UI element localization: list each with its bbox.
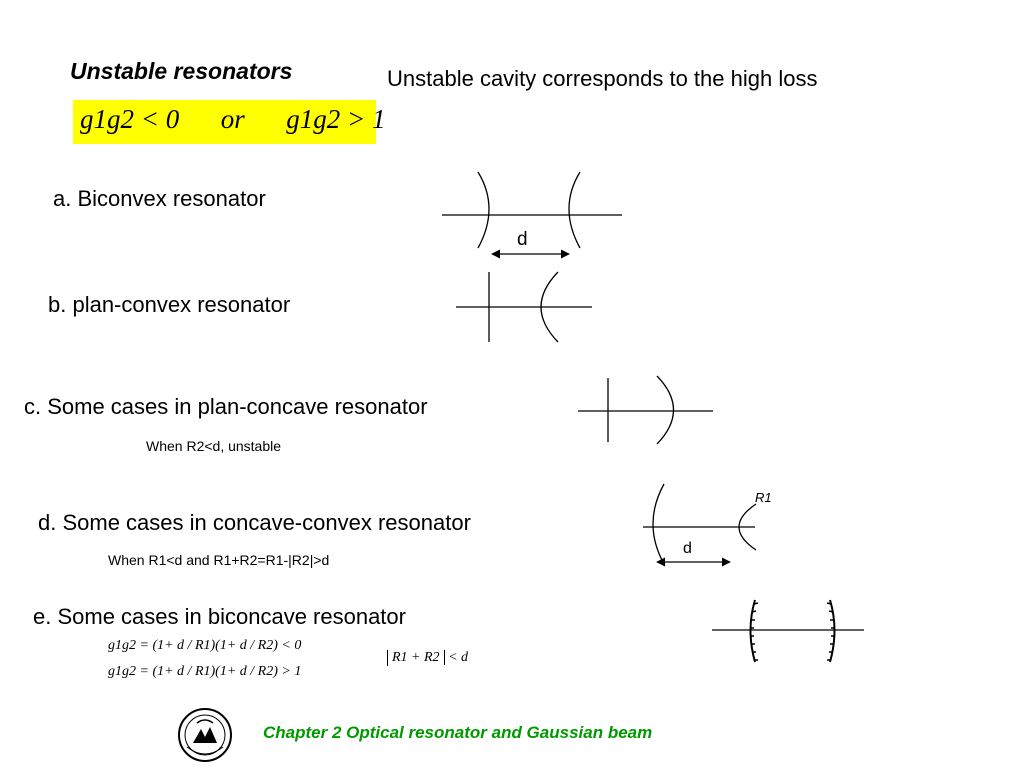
condition-connector: or — [220, 104, 245, 134]
equation-greater-one: g1g2 = (1+ d / R1)(1+ d / R2) > 1 — [108, 664, 302, 679]
diagram-concave-convex — [643, 483, 757, 567]
radius-label-r1: R1 — [755, 490, 772, 505]
concave-mirror-d — [652, 483, 665, 565]
diagram-plan-concave — [578, 375, 713, 445]
mirror-hatch-e2 — [826, 602, 835, 661]
distance-label-d: d — [683, 540, 692, 557]
section-d-label: d. Some cases in concave-convex resonato… — [38, 510, 471, 535]
note-d: When R1<d and R1+R2=R1-|R2|>d — [108, 552, 330, 568]
convex-mirror-b — [540, 271, 559, 343]
concave-mirror-e1 — [749, 599, 756, 663]
chapter-footer: Chapter 2 Optical resonator and Gaussian… — [263, 723, 653, 742]
university-logo-icon — [178, 708, 232, 762]
convex-mirror-d — [738, 503, 757, 551]
condition-left: g1g2 < 0 — [80, 104, 180, 134]
diagram-biconvex — [442, 171, 622, 259]
concave-mirror-c — [656, 375, 675, 445]
diagram-biconcave — [712, 599, 864, 663]
equation-abs-tail: < d — [444, 650, 469, 665]
section-b-label: b. plan-convex resonator — [48, 292, 291, 317]
section-a-label: a. Biconvex resonator — [53, 186, 266, 211]
section-c-label: c. Some cases in plan-concave resonator — [24, 394, 428, 419]
equation-abs-sum: R1 + R2 < d — [387, 650, 468, 666]
condition-highlight — [73, 100, 376, 144]
equation-negative: g1g2 = (1+ d / R1)(1+ d / R2) < 0 — [108, 638, 302, 653]
concave-mirror-e2 — [829, 599, 836, 663]
convex-mirror-a1 — [477, 171, 490, 249]
mirror-hatch-e1 — [750, 602, 759, 661]
distance-label-a: d — [517, 229, 528, 250]
page-subtitle: Unstable cavity corresponds to the high … — [387, 66, 818, 91]
note-c: When R2<d, unstable — [146, 438, 282, 454]
section-e-label: e. Some cases in biconcave resonator — [33, 604, 406, 629]
equation-abs-inner: R1 + R2 — [392, 650, 445, 665]
condition-right: g1g2 > 1 — [286, 104, 386, 134]
convex-mirror-a2 — [568, 171, 581, 249]
diagram-plan-convex — [456, 271, 592, 343]
stability-condition: g1g2 < 0 or g1g2 > 1 — [80, 104, 385, 135]
page-title: Unstable resonators — [70, 58, 293, 84]
